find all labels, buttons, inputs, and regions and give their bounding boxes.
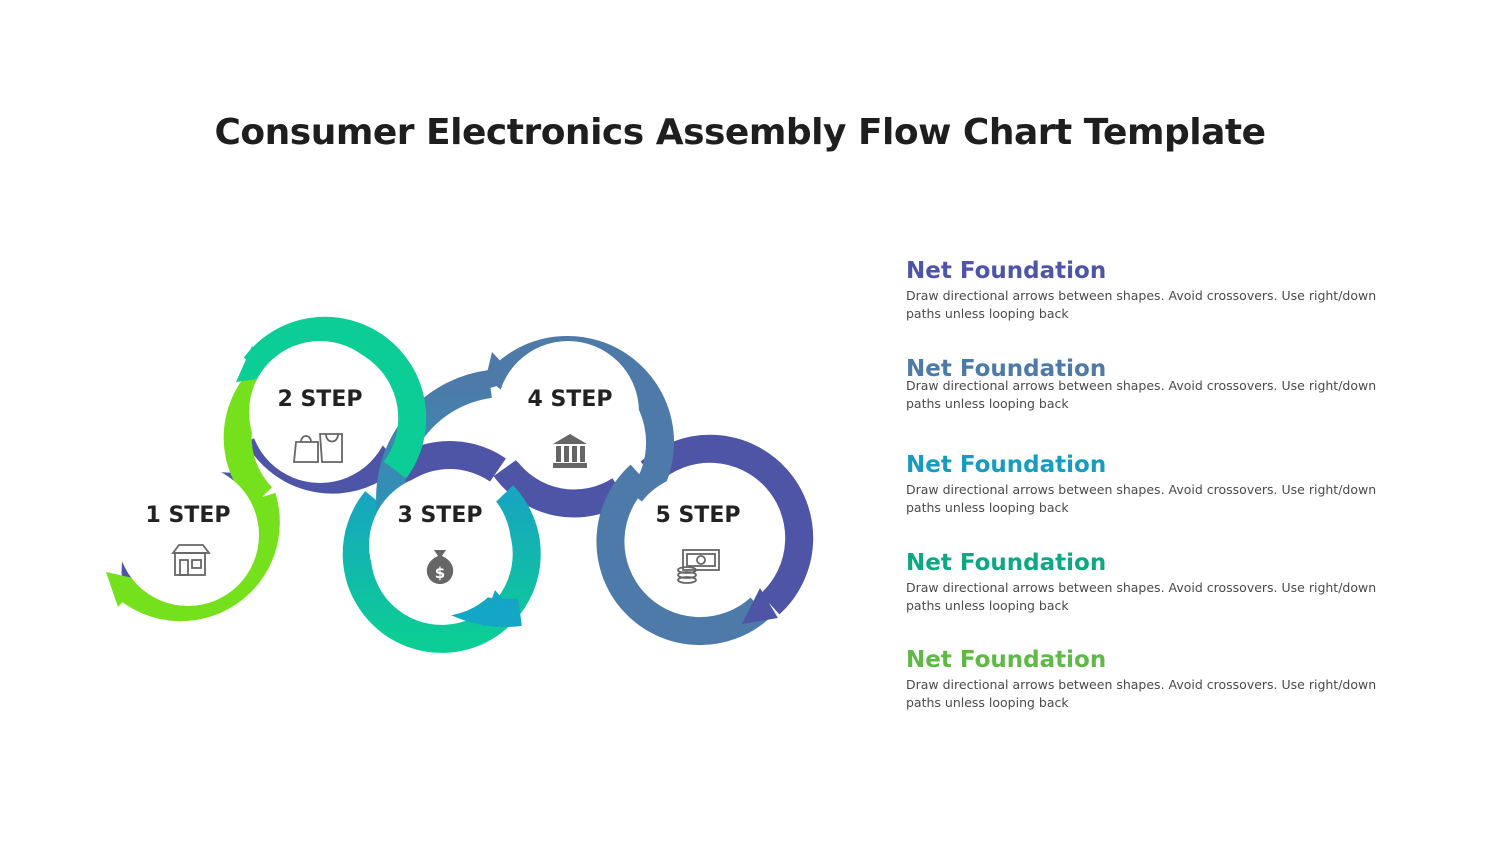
money-bag-icon: $ [426,550,454,584]
arrowhead-1 [106,572,142,607]
arrowhead-5 [742,588,778,624]
bank-icon [553,434,587,468]
legend-description: Draw directional arrows between shapes. … [906,288,1377,321]
ring-5-navy [640,434,814,615]
step-1-node: 1 STEP [117,464,259,606]
step-cycle-diagram: 1 STEP 2 STEP 3 STEP $ 4 STEP [106,316,814,653]
svg-text:$: $ [435,564,445,582]
shopping-bags-icon [293,433,343,463]
step-2-node: 2 STEP [249,341,391,483]
step-2-label: 2 STEP [278,387,363,412]
legend-item-1: Net Foundation Draw directional arrows b… [906,257,1426,323]
store-icon [171,544,211,576]
legend-description: Draw directional arrows between shapes. … [906,677,1377,710]
legend-item-3: Net Foundation Draw directional arrows b… [906,451,1426,517]
legend-heading: Net Foundation [906,550,1107,576]
legend-heading: Net Foundation [906,647,1107,673]
step-3-node: 3 STEP $ [369,474,511,616]
step-5-node: 5 STEP [627,474,769,616]
legend-description: Draw directional arrows between shapes. … [906,482,1377,515]
legend-description: Draw directional arrows between shapes. … [906,580,1377,613]
step-1-label: 1 STEP [146,503,231,528]
arrowhead-3 [482,590,520,626]
legend-heading: Net Foundation [906,356,1107,382]
ring-2-green [243,316,427,479]
legend-item-2: Net Foundation Draw directional arrows b… [906,357,1426,413]
cash-icon [677,549,720,584]
ring-4-navy [493,459,628,518]
step-4-label: 4 STEP [528,387,613,412]
legend-item-5: Net Foundation Draw directional arrows b… [906,646,1426,712]
legend-description: Draw directional arrows between shapes. … [906,378,1377,411]
ring-3-green [342,485,541,653]
step-4-node: 4 STEP [497,341,639,483]
legend-heading: Net Foundation [906,258,1107,284]
step-5-label: 5 STEP [656,503,741,528]
ring-5-steel [596,464,770,646]
legend-item-4: Net Foundation Draw directional arrows b… [906,549,1426,615]
legend-heading: Net Foundation [906,452,1107,478]
step-3-label: 3 STEP [398,503,483,528]
page-title: Consumer Electronics Assembly Flow Chart… [214,112,1266,153]
